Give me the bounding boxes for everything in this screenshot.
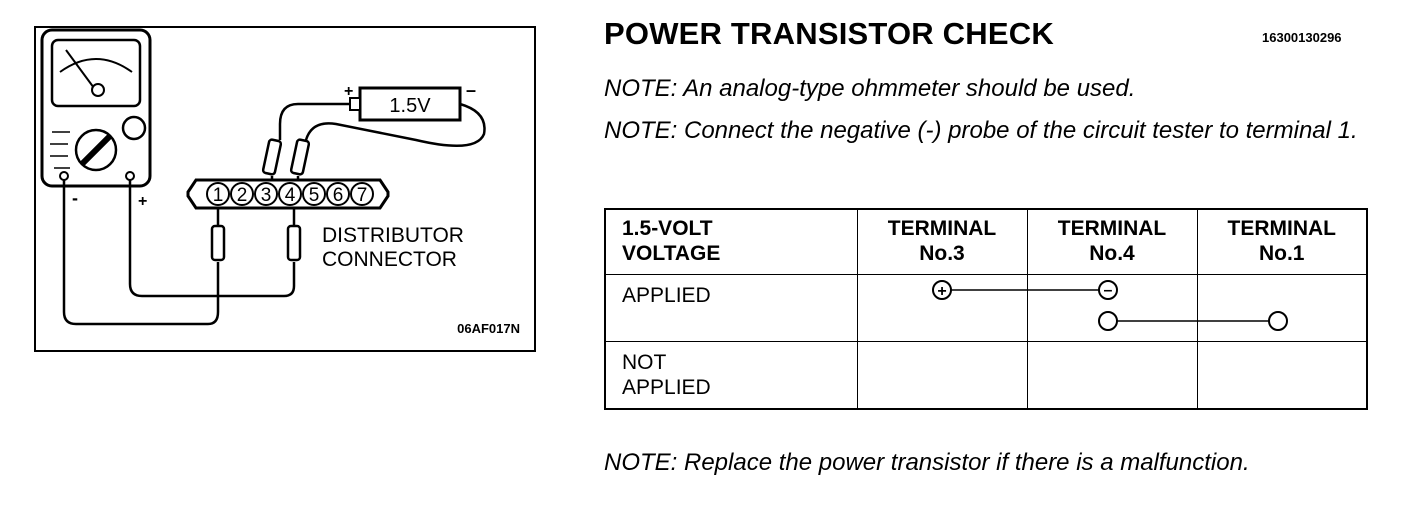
page-title: POWER TRANSISTOR CHECK xyxy=(604,16,1054,51)
header-text: 1.5-VOLT xyxy=(622,217,713,240)
table-header-row: 1.5-VOLT VOLTAGE TERMINAL No.3 TERMINAL … xyxy=(604,208,1368,275)
header-cell: 1.5-VOLT VOLTAGE xyxy=(604,208,858,275)
table-row: NOT APPLIED xyxy=(604,341,1368,410)
row-label-cell: APPLIED xyxy=(604,274,858,342)
connector-label: DISTRIBUTOR CONNECTOR xyxy=(322,224,464,272)
pin-label: 1 xyxy=(213,185,224,206)
continuity-table: 1.5-VOLT VOLTAGE TERMINAL No.3 TERMINAL … xyxy=(604,208,1368,410)
pin-label: 4 xyxy=(285,185,296,206)
meter-plus-label: + xyxy=(138,193,147,210)
pin-label: 7 xyxy=(357,185,368,206)
document-code: 16300130296 xyxy=(1262,30,1342,45)
distributor-connector-icon xyxy=(186,178,390,210)
battery-icon xyxy=(349,86,462,122)
header-text: TERMINAL xyxy=(1057,217,1167,240)
pin-label: 5 xyxy=(309,185,320,206)
note-ohmmeter: NOTE: An analog-type ohmmeter should be … xyxy=(604,75,1136,102)
table-row: APPLIED xyxy=(604,274,1368,342)
wiring-diagram: 1 2 3 4 5 6 7 1.5V + – - + DISTRIBUTOR C… xyxy=(34,26,536,352)
pin-label: 2 xyxy=(237,185,248,206)
battery-minus-label: – xyxy=(466,80,476,100)
header-text: No.4 xyxy=(1089,242,1135,265)
diagram-drawing: 1 2 3 4 5 6 7 1.5V + – - + xyxy=(40,28,486,326)
pin-label: 6 xyxy=(333,185,344,206)
row-label: NOT xyxy=(622,351,667,374)
row-label: APPLIED xyxy=(622,284,711,307)
header-cell: TERMINAL No.1 xyxy=(1196,208,1368,275)
pin-label: 3 xyxy=(261,185,272,206)
header-text: No.1 xyxy=(1258,242,1305,265)
battery-voltage-label: 1.5V xyxy=(389,95,431,117)
meter-minus-label: - xyxy=(72,188,78,208)
note-negative-probe: NOTE: Connect the negative (-) probe of … xyxy=(604,117,1358,144)
battery-plus-label: + xyxy=(344,83,353,100)
header-text: VOLTAGE xyxy=(622,242,721,265)
header-cell: TERMINAL No.4 xyxy=(1026,208,1198,275)
connector-label-line2: CONNECTOR xyxy=(322,248,457,271)
figure-code: 06AF017N xyxy=(457,321,520,336)
header-text: TERMINAL xyxy=(887,217,997,240)
header-text: No.3 xyxy=(919,242,965,265)
ohmmeter-icon xyxy=(40,28,152,188)
note-replace: NOTE: Replace the power transistor if th… xyxy=(604,449,1250,476)
row-label-cell: NOT APPLIED xyxy=(604,341,858,410)
row-label: APPLIED xyxy=(622,376,711,399)
header-cell: TERMINAL No.3 xyxy=(856,208,1028,275)
header-text: TERMINAL xyxy=(1227,217,1337,240)
connector-label-line1: DISTRIBUTOR xyxy=(322,224,464,247)
